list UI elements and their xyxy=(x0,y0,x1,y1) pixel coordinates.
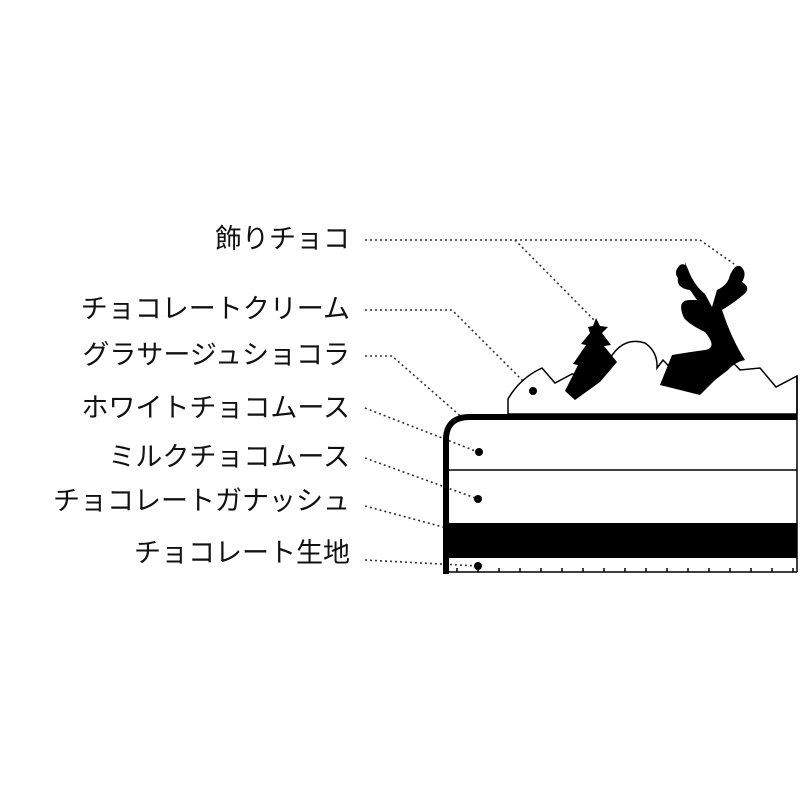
leader-decoration-tree xyxy=(514,239,597,323)
leader-glaze xyxy=(365,355,466,421)
leader-milk-mousse xyxy=(364,457,479,500)
label-chocolate-cream: チョコレートクリーム xyxy=(80,294,350,325)
label-chocolate-sponge: チョコレート生地 xyxy=(134,538,350,569)
label-white-chocolate-mousse: ホワイトチョコムース xyxy=(81,393,350,424)
glaze-outline xyxy=(443,414,797,574)
tree-decoration xyxy=(565,318,617,400)
ganache-layer xyxy=(446,523,797,558)
label-decoration-chocolate: 飾りチョコ xyxy=(215,224,350,255)
leader-cream xyxy=(365,309,534,392)
sponge-texture xyxy=(456,568,794,572)
leader-white-mousse xyxy=(364,407,479,453)
label-chocolate-ganache: チョコレートガナッシュ xyxy=(53,486,350,517)
reindeer-antler-left xyxy=(685,262,700,300)
leader-ganache xyxy=(364,505,444,528)
marker-dots xyxy=(474,387,537,570)
label-glacage-chocolat: グラサージュショコラ xyxy=(82,340,350,371)
reindeer-decoration xyxy=(660,264,748,395)
leader-decoration-reindeer xyxy=(365,239,735,265)
leader-sponge xyxy=(364,559,479,567)
leader-lines xyxy=(364,239,735,567)
cream-topping xyxy=(507,340,798,415)
label-milk-chocolate-mousse: ミルクチョコムース xyxy=(108,442,350,473)
